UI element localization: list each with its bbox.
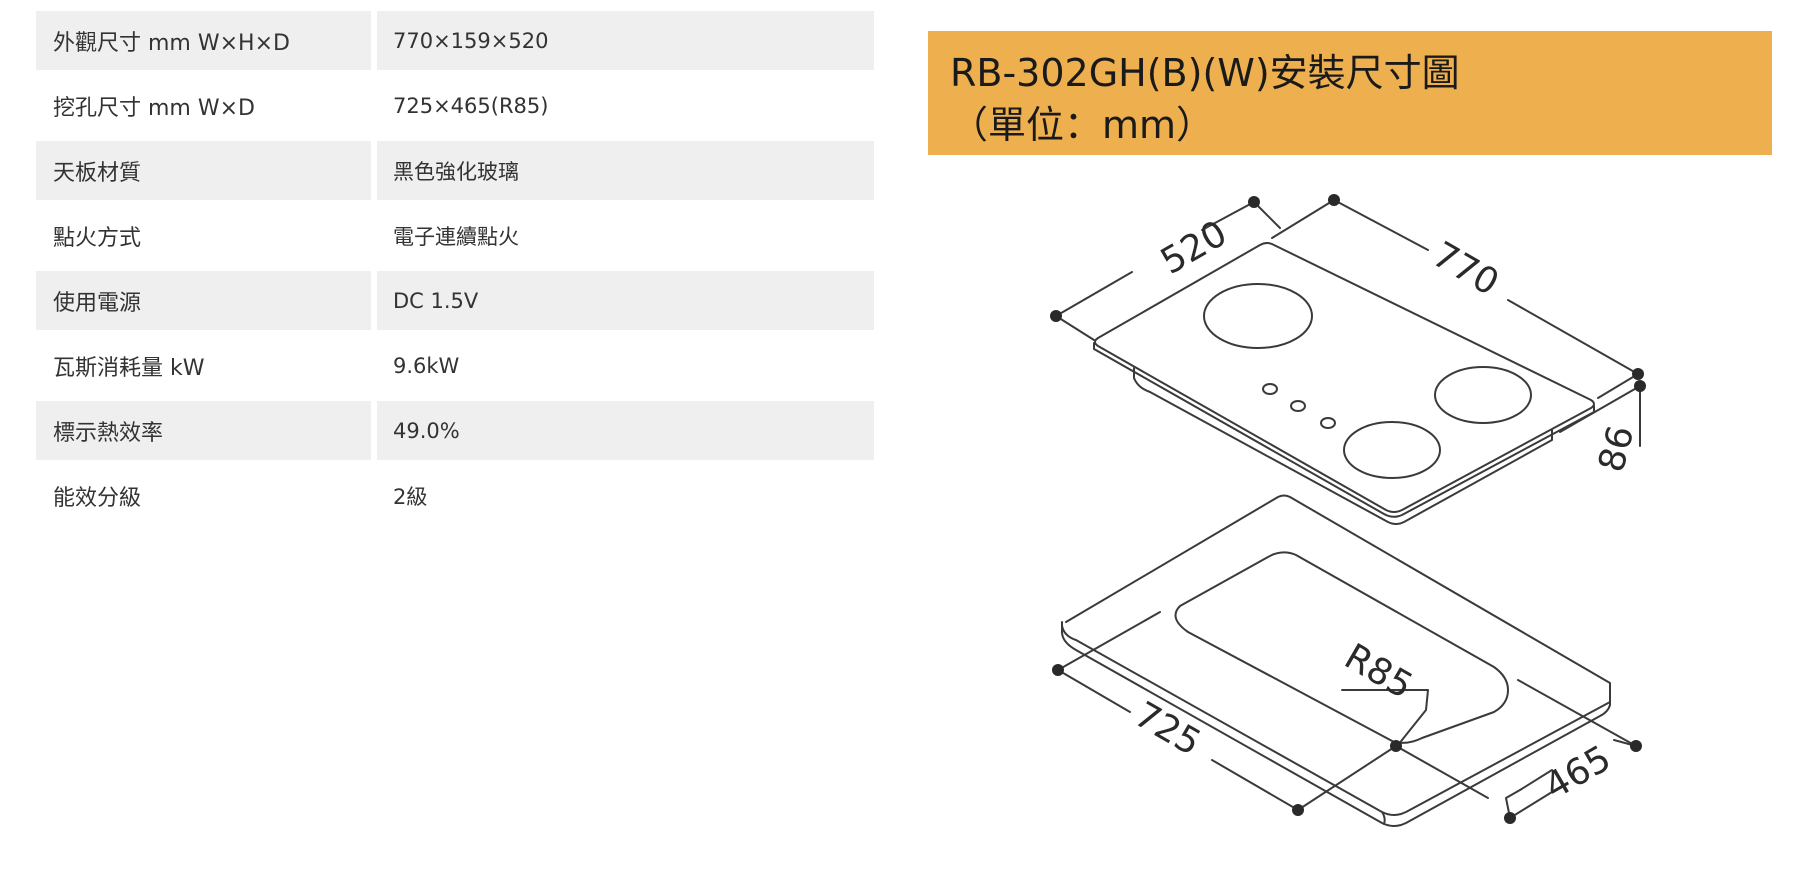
spec-label: 標示熱效率 [36,401,371,460]
spec-cell-gap [371,466,377,525]
dimension-dot [1292,804,1304,816]
diagram-unit-note: （單位：mm） [950,103,1215,147]
dimension-dot [1052,664,1064,676]
spec-value: 9.6kW [393,353,460,378]
dimension-dot [1630,740,1642,752]
dim-label-radius: R85 [1338,636,1420,707]
spec-cell-gap [371,76,377,135]
dimension-dots [1050,194,1646,824]
spec-cell-gap [371,141,377,200]
spec-label: 點火方式 [53,225,142,251]
spec-value: 2級 [393,484,428,509]
cooktop-glass-edge [1093,342,1595,518]
burner-front-ring [1343,421,1441,479]
dimension-dot [1248,196,1260,208]
dim-label-cutout-depth: 465 [1538,738,1618,808]
dimension-dot [1390,740,1402,752]
spec-label: 挖孔尺寸 mm W×D [53,95,255,121]
dim-ext-height [1559,385,1641,433]
dim-label-width: 770 [1426,234,1506,304]
dim-line-cutout-width [1057,669,1299,811]
dim-label-height: 86 [1591,421,1642,476]
diagram-title-banner: RB-302GH(B)(W)安裝尺寸圖 （單位：mm） [928,31,1772,155]
spec-value: 770×159×520 [377,11,874,70]
dimension-dot [1050,310,1062,322]
spec-value: 49.0% [377,401,874,460]
diagram-title: RB-302GH(B)(W)安裝尺寸圖 [950,51,1460,95]
spec-cell-gap [371,11,377,70]
spec-label: 能效分級 [53,485,142,511]
dimension-dot [1632,368,1644,380]
burner-left-ring [1203,283,1313,349]
spec-row: 挖孔尺寸 mm W×D 725×465(R85) [36,76,874,135]
installation-diagram-panel: RB-302GH(B)(W)安裝尺寸圖 （單位：mm） [928,31,1772,155]
spec-label: 天板材質 [36,141,371,200]
countertop-top-edge [1061,625,1611,825]
dim-ext-cutout-width [1057,611,1397,811]
spec-cell-gap [371,336,377,395]
burner-right-ring [1434,366,1532,424]
control-knob-icon [1262,383,1278,395]
dim-ext-cutout-depth [1509,679,1637,819]
dim-ext-depth [1055,201,1281,341]
dim-line-cutout-depth-tail [1505,789,1521,819]
dim-label-cutout-width: 725 [1128,694,1208,764]
cooktop-body-outline [1133,367,1553,525]
dim-label-depth: 520 [1154,213,1234,283]
cooktop-top-outline [1094,242,1595,513]
spec-cell-gap [371,401,377,460]
radius-leader-line [1341,689,1429,746]
spec-cell-gap [371,206,377,265]
spec-row: 點火方式 電子連續點火 [36,206,874,265]
spec-value: 725×465(R85) [393,93,549,118]
dimension-dot [1634,380,1646,392]
spec-label: 瓦斯消耗量 kW [53,355,205,381]
spec-label: 外觀尺寸 mm W×H×D [36,11,371,70]
dim-line-width [1333,199,1639,375]
spec-cell-gap [371,271,377,330]
dim-ext-width [1271,199,1639,399]
spec-row: 瓦斯消耗量 kW 9.6kW [36,336,874,395]
control-knob-icon [1290,400,1306,412]
dim-line-depth [1055,201,1255,317]
control-knob-icon [1320,417,1336,429]
spec-value: 黑色強化玻璃 [377,141,874,200]
dimension-dot [1504,812,1516,824]
spec-value: DC 1.5V [377,271,874,330]
dimension-dot [1328,194,1340,206]
cutout-outline [1174,551,1509,744]
spec-label: 使用電源 [36,271,371,330]
countertop-outline [1061,494,1611,827]
spec-row: 能效分級 2級 [36,466,874,525]
spec-row: 天板材質黑色強化玻璃 [36,141,874,200]
spec-value: 電子連續點火 [393,224,519,249]
